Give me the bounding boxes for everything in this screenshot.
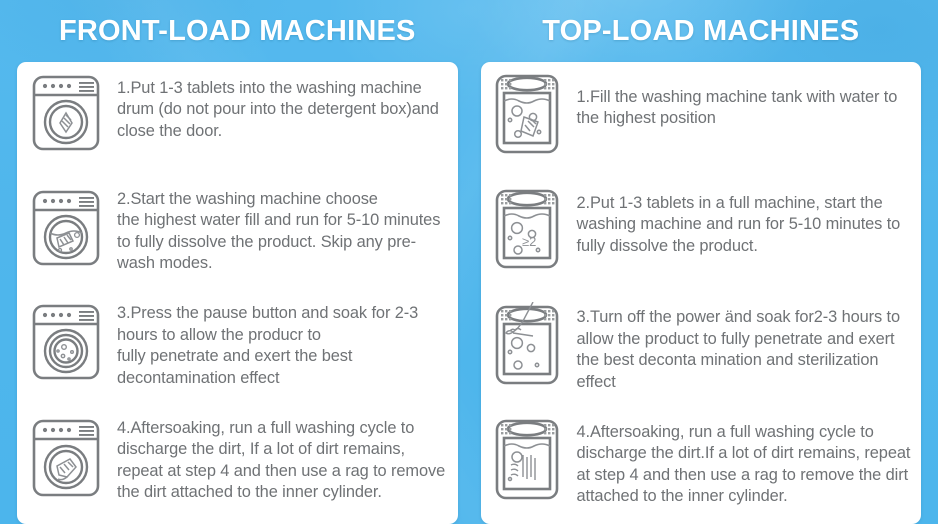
- front-load-washer-soak-icon: [27, 300, 105, 382]
- step-text: 2.Put 1-3 tablets in a full machine, sta…: [576, 193, 901, 255]
- top-load-washer-tablets-icon: ≥2: [491, 186, 565, 270]
- step-text: 4.Aftersoaking, run a full washing cycle…: [576, 422, 911, 506]
- step-item: 4.Aftersoaking, run a full washing cycle…: [27, 415, 448, 516]
- step-item: 4.Aftersoaking, run a full washing cycle…: [491, 415, 912, 516]
- column-top-load: TOP-LOAD MACHINES: [480, 0, 921, 524]
- front-load-washer-rag-icon: [27, 415, 105, 499]
- step-text: 3.Turn off the power änd soak for2-3 hou…: [576, 308, 901, 391]
- step-item: 1.Put 1-3 tablets into the washing machi…: [27, 71, 448, 172]
- top-load-washer-drain-icon: [491, 415, 565, 501]
- step-item: 3.Press the pause button and soak for 2-…: [27, 300, 448, 401]
- instruction-card-top-load: 1.Fill the washing machine tank with wat…: [480, 62, 921, 524]
- front-load-washer-dissolving-icon: [27, 186, 105, 268]
- step-text: 3.Press the pause button and soak for 2-…: [117, 304, 419, 387]
- column-front-load: FRONT-LOAD MACHINES: [17, 0, 458, 524]
- front-load-washer-tablet-icon: [27, 71, 105, 153]
- top-load-washer-poweroff-icon: [491, 300, 565, 386]
- step-item: 3.Turn off the power änd soak for2-3 hou…: [491, 300, 912, 401]
- column-title-top-load: TOP-LOAD MACHINES: [542, 15, 860, 47]
- step-item: 2.Start the washing machine choose the h…: [27, 186, 448, 287]
- tablet-count-label: ≥2: [522, 234, 536, 249]
- step-text: 4.Aftersoaking, run a full washing cycle…: [117, 418, 446, 502]
- step-item: 1.Fill the washing machine tank with wat…: [491, 71, 912, 172]
- step-item: ≥2 2.Put 1-3 tablets in a full machine, …: [491, 186, 912, 287]
- column-title-front-load: FRONT-LOAD MACHINES: [58, 15, 416, 47]
- top-load-washer-filled-icon: [491, 71, 565, 155]
- step-text: 2.Start the washing machine choose the h…: [117, 189, 441, 273]
- instruction-card-front-load: 1.Put 1-3 tablets into the washing machi…: [17, 62, 458, 524]
- step-text: 1.Put 1-3 tablets into the washing machi…: [117, 79, 439, 140]
- step-text: 1.Fill the washing machine tank with wat…: [576, 88, 898, 128]
